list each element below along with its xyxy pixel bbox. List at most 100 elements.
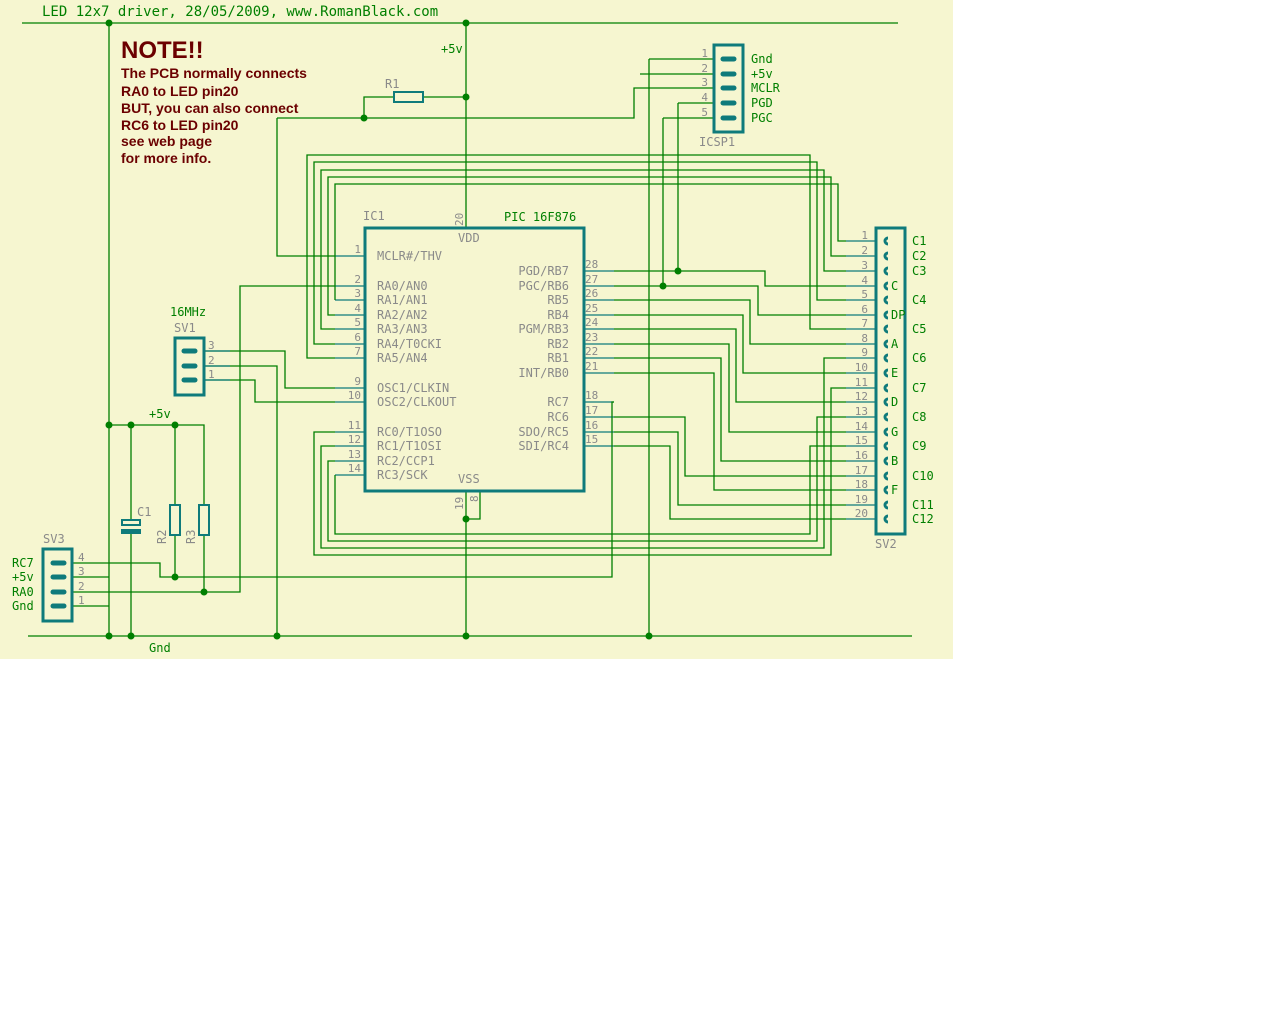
sv2-column-label: C12: [912, 512, 934, 526]
sv3-pin-label: Gnd: [12, 599, 34, 613]
sv2-body[interactable]: [874, 226, 907, 536]
note-heading: NOTE!!: [121, 37, 204, 64]
ic1-pin-num: 12: [348, 433, 361, 446]
sv3-pin-label: +5v: [12, 570, 34, 584]
icsp1-pin-label: +5v: [751, 67, 773, 81]
ic1-pin-num: 19: [453, 497, 466, 510]
sv2-pin-num: 20: [855, 507, 868, 520]
ic1-pin-num: 2: [354, 273, 361, 286]
r1-body[interactable]: [393, 91, 424, 103]
icsp1-pin-label: PGD: [751, 96, 773, 110]
sv3-pin-num: 4: [78, 551, 85, 564]
sv2-pin[interactable]: [883, 471, 889, 481]
sv2-pin[interactable]: [883, 485, 889, 495]
sv2-pin[interactable]: [883, 266, 889, 276]
sv2-segment-label: F: [891, 483, 898, 497]
icsp1-body[interactable]: [712, 43, 745, 134]
ic1-pin-label: RB1: [547, 351, 569, 365]
wire: [614, 445, 846, 520]
sv2-pin[interactable]: [883, 368, 889, 378]
sv2-pin[interactable]: [883, 251, 889, 261]
sv2-pin[interactable]: [883, 324, 889, 334]
sv2-segment-label: B: [891, 454, 898, 468]
ic1-pin-num: 4: [354, 302, 361, 315]
ic1-pin-label: PGC/RB6: [518, 279, 569, 293]
wire: [614, 431, 846, 506]
sv2-column-label: C4: [912, 293, 926, 307]
ic1-pin-num: 9: [354, 375, 361, 388]
sv2-pin[interactable]: [883, 441, 889, 451]
wire: [320, 169, 846, 330]
sv2-pin-num: 9: [861, 346, 868, 359]
ic1-pin-label: RC1/T1OSI: [377, 439, 442, 453]
ic1-pin-num: 3: [354, 287, 361, 300]
sv2-pin[interactable]: [883, 310, 889, 320]
net-label-gnd: Gnd: [149, 641, 171, 655]
r3-body[interactable]: [198, 504, 210, 536]
ic1-pin-num: 18: [585, 389, 598, 402]
junction-dot: [674, 267, 682, 275]
sv2-pin[interactable]: [883, 456, 889, 466]
sheet-title: LED 12x7 driver, 28/05/2009, www.RomanBl…: [42, 4, 438, 20]
sv2-column-label: C7: [912, 381, 926, 395]
ic1-pin-num: 7: [354, 345, 361, 358]
sv2-pin-num: 5: [861, 288, 868, 301]
junction-dot: [171, 421, 179, 429]
sv2-segment-label: C: [891, 279, 898, 293]
ic1-pin-label: INT/RB0: [518, 366, 569, 380]
sv2-pin[interactable]: [883, 281, 889, 291]
ic1-pin-num: 8: [468, 495, 481, 502]
c1-plate-positive[interactable]: [121, 519, 141, 526]
note-line: see web page: [121, 133, 212, 149]
sv2-pin[interactable]: [883, 339, 889, 349]
sv2-pin[interactable]: [883, 295, 889, 305]
c1-plate-negative[interactable]: [121, 529, 141, 534]
wire-mclr: [277, 87, 714, 119]
ic1-pin-num: 10: [348, 389, 361, 402]
junction-dot: [171, 573, 179, 581]
sv2-segment-label: E: [891, 366, 898, 380]
ic1-pin-label: SDO/RC5: [518, 425, 569, 439]
sv2-pin-num: 17: [855, 464, 868, 477]
sv2-pin[interactable]: [883, 500, 889, 510]
ic1-pin-label: RA5/AN4: [377, 351, 428, 365]
sv2-column-label: C8: [912, 410, 926, 424]
sv2-pin[interactable]: [883, 353, 889, 363]
sv2-pin-num: 2: [861, 244, 868, 257]
sv2-pin[interactable]: [883, 383, 889, 393]
ic1-pin-label: RC2/CCP1: [377, 454, 435, 468]
sv2-pin[interactable]: [883, 412, 889, 422]
sv2-pin-num: 14: [855, 420, 869, 433]
sv1-pin-num: 1: [208, 368, 215, 381]
sv1-pin-num: 2: [208, 354, 215, 367]
sv3-pin-num: 1: [78, 594, 85, 607]
wire: [320, 357, 846, 549]
sv2-pin-num: 3: [861, 259, 868, 272]
sv2-pin-num: 19: [855, 493, 868, 506]
sv2-pin[interactable]: [883, 236, 889, 246]
sv2-segment-label: G: [891, 425, 898, 439]
wire: [313, 161, 846, 345]
ic1-pin-label: OSC2/CLKOUT: [377, 395, 456, 409]
sv2-pin[interactable]: [883, 514, 889, 524]
r2-body[interactable]: [169, 504, 181, 536]
sv3-body[interactable]: [41, 547, 74, 623]
ic1-pin-label: RA4/T0CKI: [377, 337, 442, 351]
ic1-body[interactable]: [363, 226, 586, 493]
ic1-pin-num: 21: [585, 360, 598, 373]
sv1-body[interactable]: [173, 336, 206, 397]
r3-label: R3: [184, 530, 198, 544]
icsp1-pin-label: Gnd: [751, 52, 773, 66]
wire: [614, 343, 846, 433]
c1-label: C1: [137, 505, 151, 519]
ic1-pin-label: RA3/AN3: [377, 322, 428, 336]
junction-dot: [105, 19, 113, 27]
sv2-pin[interactable]: [883, 427, 889, 437]
ic1-pin-label: RC0/T1OSO: [377, 425, 442, 439]
ic1-pin-num: 5: [354, 316, 361, 329]
junction-dot: [200, 588, 208, 596]
sv2-pin[interactable]: [883, 397, 889, 407]
wire-rc7: [175, 401, 614, 578]
ic1-pin-num: 11: [348, 419, 361, 432]
ic1-pin-num: 13: [348, 448, 361, 461]
